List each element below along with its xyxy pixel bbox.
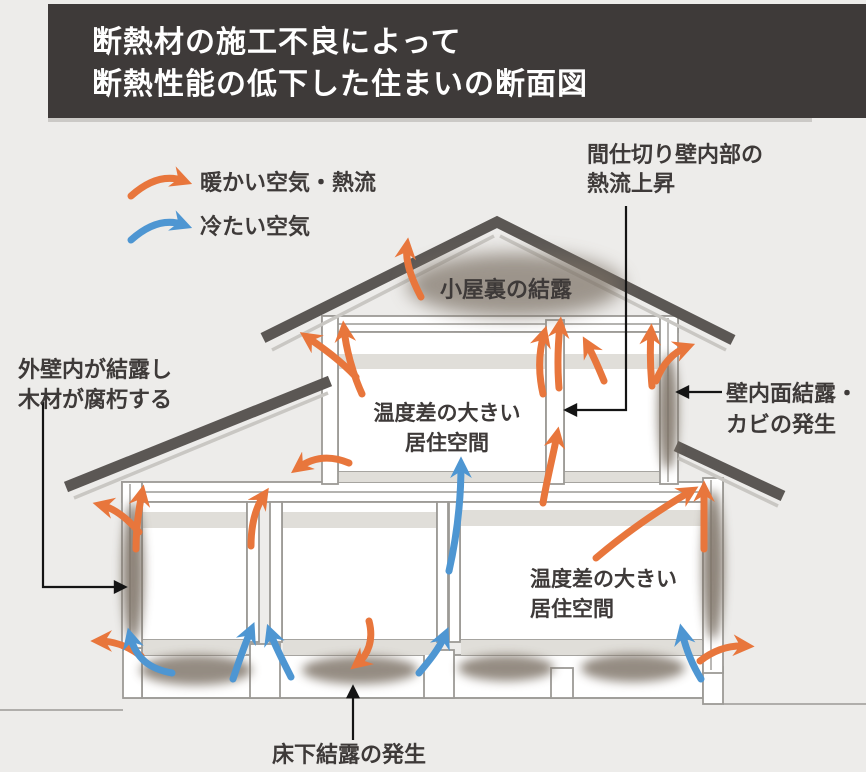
label-living-2f-line1: 温度差の大きい	[374, 401, 521, 425]
underfloor-condensation-smudge	[302, 656, 418, 684]
label-outer-wall-line1: 外壁内が結露し	[18, 357, 172, 382]
warm-arrow-porch-leak	[290, 451, 353, 474]
porch-roof-right	[673, 441, 786, 501]
warm-arrow-partition-top	[582, 336, 608, 385]
warm-arrow-ceiling-up	[247, 487, 269, 550]
first-floor	[121, 477, 724, 674]
cold-air-legend-icon	[127, 210, 193, 244]
cold-arrow-leftwall-rise	[122, 627, 176, 677]
attic-condensation-smudge	[407, 253, 623, 317]
ceiling-finish-band	[283, 512, 436, 528]
leader-partition	[563, 206, 628, 417]
floor-band	[338, 472, 662, 482]
roofs	[63, 215, 786, 508]
legend: 暖かい空気・熱流 冷たい空気	[127, 166, 376, 244]
warm-arrow-partition-rise	[539, 426, 566, 507]
ceiling-finish-band	[565, 354, 659, 369]
underfloor-condensation-smudge	[458, 655, 554, 681]
warm-arrow-partition-top	[529, 325, 551, 398]
underfloor-condensation-smudge	[581, 654, 685, 682]
header: 断熱材の施工不良によって 断熱性能の低下した住まいの断面図	[48, 4, 866, 122]
legend-warm-label: 暖かい空気・熱流	[200, 170, 376, 195]
warm-arrow-2f-eave-up	[334, 320, 366, 398]
label-attic-condensation: 小屋裏の結露	[440, 277, 573, 302]
ceiling-finish-band	[143, 512, 246, 528]
label-inner-wall-line2: カビの発生	[726, 412, 836, 437]
label-inner-wall-line1: 壁内面結露・	[726, 381, 858, 406]
cold-arrow-crawl-rise	[415, 627, 450, 677]
roof-eave-board	[73, 391, 329, 500]
warm-air-arrows	[90, 237, 755, 670]
warm-air-legend-icon	[127, 166, 193, 200]
leader-lines	[41, 206, 722, 740]
leader-outer-wall	[41, 402, 128, 594]
floor-band	[143, 640, 246, 655]
cold-arrow-floor-gap	[264, 623, 295, 681]
ceiling-finish-band	[339, 354, 545, 369]
room-2f-right	[563, 331, 661, 473]
roof-eave-board	[677, 456, 779, 508]
warm-arrow-2f-eave-left	[299, 332, 360, 381]
warm-arrow-floor-down	[350, 617, 375, 670]
floor-band	[283, 640, 436, 655]
warm-arrow-1f-wall-up	[128, 484, 151, 553]
label-underfloor-condensation: 床下結露の発生	[272, 742, 426, 767]
header-banner	[48, 4, 866, 118]
porch-roof-left	[63, 375, 333, 493]
cold-arrow-rightwall-rise	[674, 623, 705, 683]
underfloor-condensation-smudge	[140, 655, 252, 685]
cold-arrow-floor-gap	[229, 622, 256, 683]
label-partition-line1: 間仕切り壁内部の	[587, 142, 763, 167]
page-title-line2: 断熱性能の低下した住まいの断面図	[92, 68, 588, 101]
second-floor	[321, 315, 679, 485]
label-living-1f-line2: 居住空間	[530, 597, 614, 621]
floor-band	[461, 640, 702, 655]
warm-arrow-1f-rightwall-curve	[592, 486, 699, 562]
wall-condensation-smudge	[658, 354, 678, 470]
ceiling-finish-band	[461, 510, 702, 526]
warm-arrow-1f-wall-left	[92, 497, 143, 536]
label-living-2f-line2: 居住空間	[405, 431, 489, 455]
main-roof	[260, 215, 736, 345]
cold-arrow-wall-to-2f	[445, 456, 472, 575]
warm-arrow-partition-top	[547, 316, 570, 392]
warm-arrow-roof-leak	[394, 237, 425, 301]
annotation-labels: 間仕切り壁内部の 熱流上昇 小屋裏の結露 外壁内が結露し 木材が腐朽する 壁内面…	[17, 142, 858, 767]
header-shadow	[48, 118, 812, 122]
page-title-line1: 断熱材の施工不良によって	[92, 25, 462, 59]
label-living-1f-line1: 温度差の大きい	[530, 567, 677, 591]
wall-1f-interior	[269, 501, 283, 643]
legend-cold-label: 冷たい空気	[200, 214, 310, 239]
label-outer-wall-line2: 木材が腐朽する	[17, 387, 172, 412]
warm-arrow-2f-rightwall-out	[652, 341, 696, 385]
warm-arrow-foundation-right	[696, 634, 755, 665]
ground-line	[0, 697, 866, 711]
cold-air-arrows	[122, 456, 705, 683]
foundation-pier	[550, 667, 574, 699]
label-partition-line2: 熱流上昇	[587, 171, 675, 196]
warm-arrow-2f-rightwall-up	[639, 323, 662, 390]
